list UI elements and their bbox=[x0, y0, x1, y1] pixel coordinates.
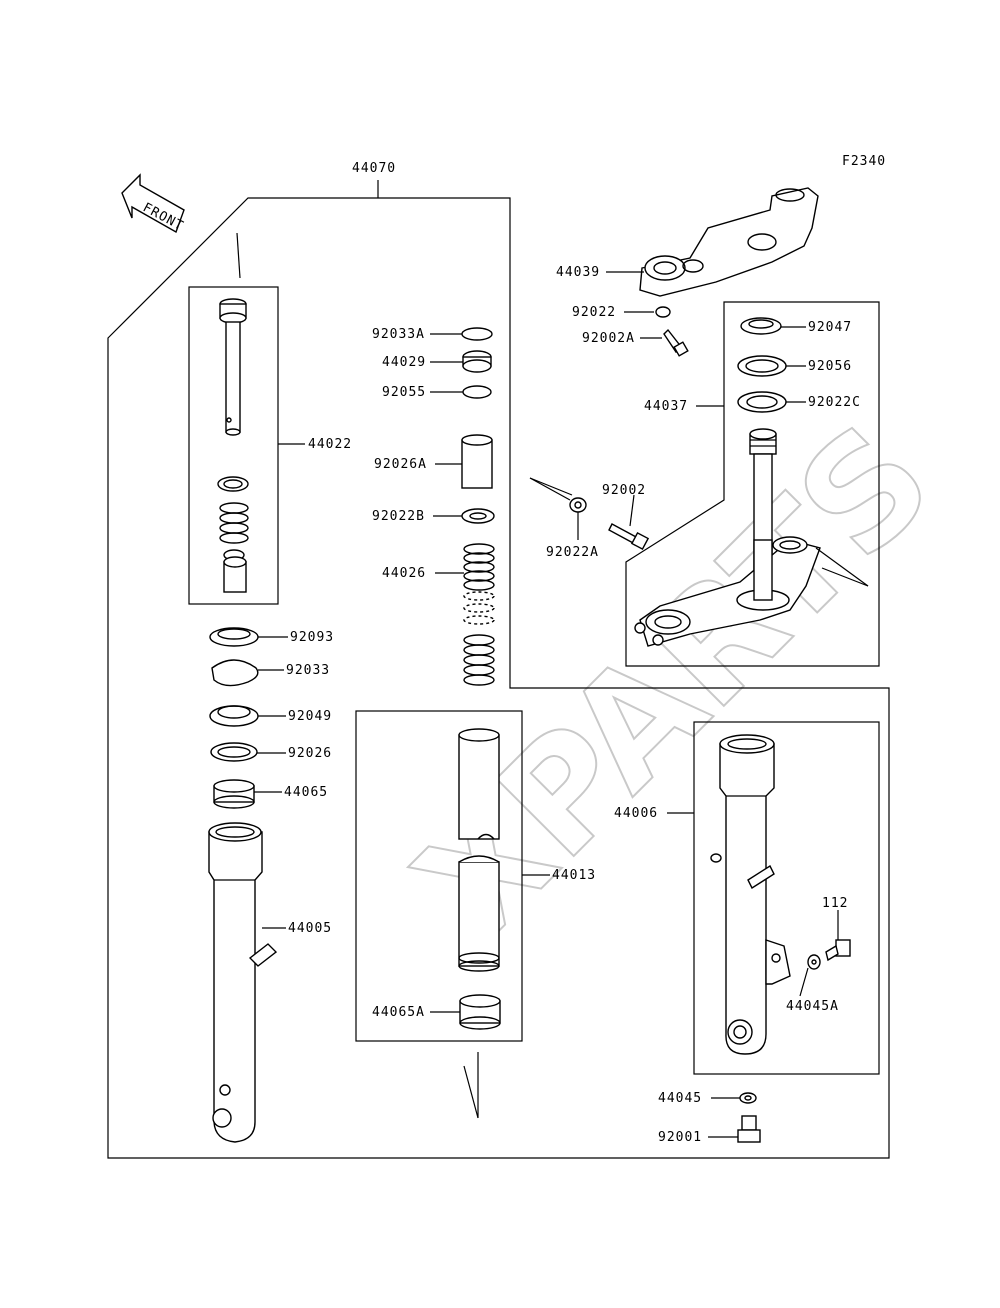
steering-stem-part bbox=[634, 428, 821, 647]
label-44065A: 44065A bbox=[372, 1005, 425, 1020]
oil-seal-part bbox=[209, 705, 259, 727]
oil-lock-piece-part bbox=[223, 549, 247, 593]
fork-spring-part bbox=[463, 543, 495, 686]
label-92055: 92055 bbox=[382, 385, 426, 400]
label-92022A: 92022A bbox=[546, 545, 599, 560]
rod-ring-part bbox=[217, 476, 249, 492]
label-92056: 92056 bbox=[808, 359, 852, 374]
label-44006: 44006 bbox=[614, 806, 658, 821]
washer-92022B-part bbox=[461, 508, 495, 524]
label-44065: 44065 bbox=[284, 785, 328, 800]
guide-bushing-part bbox=[213, 779, 255, 809]
label-112: 112 bbox=[822, 896, 848, 911]
bolt-112-part bbox=[825, 939, 851, 962]
washer-92022-part bbox=[655, 306, 671, 318]
washer-92022C-part bbox=[737, 391, 787, 413]
spacer-44029-part bbox=[462, 350, 492, 373]
label-92001: 92001 bbox=[658, 1130, 702, 1145]
collar-92026A-part bbox=[461, 434, 493, 489]
label-92033A: 92033A bbox=[372, 327, 425, 342]
box-44022 bbox=[188, 286, 279, 605]
o-ring-part bbox=[462, 385, 492, 399]
label-92002A: 92002A bbox=[582, 331, 635, 346]
washer-44045-part bbox=[739, 1092, 757, 1104]
bolt-92002A-part bbox=[663, 328, 689, 357]
bearing-seal-part bbox=[740, 317, 782, 335]
slide-bushing-part bbox=[459, 994, 501, 1030]
label-92022B: 92022B bbox=[372, 509, 425, 524]
label-44022: 44022 bbox=[308, 437, 352, 452]
label-44026: 44026 bbox=[382, 566, 426, 581]
inner-tube-part bbox=[458, 728, 500, 972]
label-44045A: 44045A bbox=[786, 999, 839, 1014]
label-92047: 92047 bbox=[808, 320, 852, 335]
front-arrow-icon: FRONT bbox=[121, 173, 186, 234]
label-44037: 44037 bbox=[644, 399, 688, 414]
label-44070: 44070 bbox=[352, 161, 396, 176]
fork-assembly-outline bbox=[107, 197, 890, 1159]
outer-tube-left-part bbox=[208, 822, 278, 1143]
label-44005: 44005 bbox=[288, 921, 332, 936]
box-44006 bbox=[693, 721, 880, 1075]
snap-ring-part bbox=[211, 659, 259, 687]
label-44039: 44039 bbox=[556, 265, 600, 280]
label-92022: 92022 bbox=[572, 305, 616, 320]
box-44037 bbox=[625, 301, 880, 667]
circlip-part bbox=[461, 327, 493, 341]
dust-seal-part bbox=[209, 627, 259, 647]
box-44013 bbox=[355, 710, 523, 1042]
diagram-code: F2340 bbox=[842, 154, 886, 169]
washer-44045A-part bbox=[807, 954, 821, 970]
bearing-92056-part bbox=[737, 355, 787, 377]
label-92022C: 92022C bbox=[808, 395, 861, 410]
label-92049: 92049 bbox=[288, 709, 332, 724]
washer-92026-part bbox=[210, 742, 258, 762]
label-44029: 44029 bbox=[382, 355, 426, 370]
label-92026A: 92026A bbox=[374, 457, 427, 472]
bolt-92001-part bbox=[737, 1115, 761, 1143]
label-92033: 92033 bbox=[286, 663, 330, 678]
label-92093: 92093 bbox=[290, 630, 334, 645]
upper-bracket-part bbox=[639, 187, 819, 297]
damper-rod-part bbox=[219, 298, 247, 436]
label-92002: 92002 bbox=[602, 483, 646, 498]
label-92026: 92026 bbox=[288, 746, 332, 761]
label-44013: 44013 bbox=[552, 868, 596, 883]
outer-tube-right-part bbox=[710, 734, 791, 1055]
washer-92022A-part bbox=[569, 497, 587, 513]
label-44045: 44045 bbox=[658, 1091, 702, 1106]
rebound-spring-part bbox=[219, 502, 249, 544]
bolt-92002-part bbox=[608, 523, 650, 551]
